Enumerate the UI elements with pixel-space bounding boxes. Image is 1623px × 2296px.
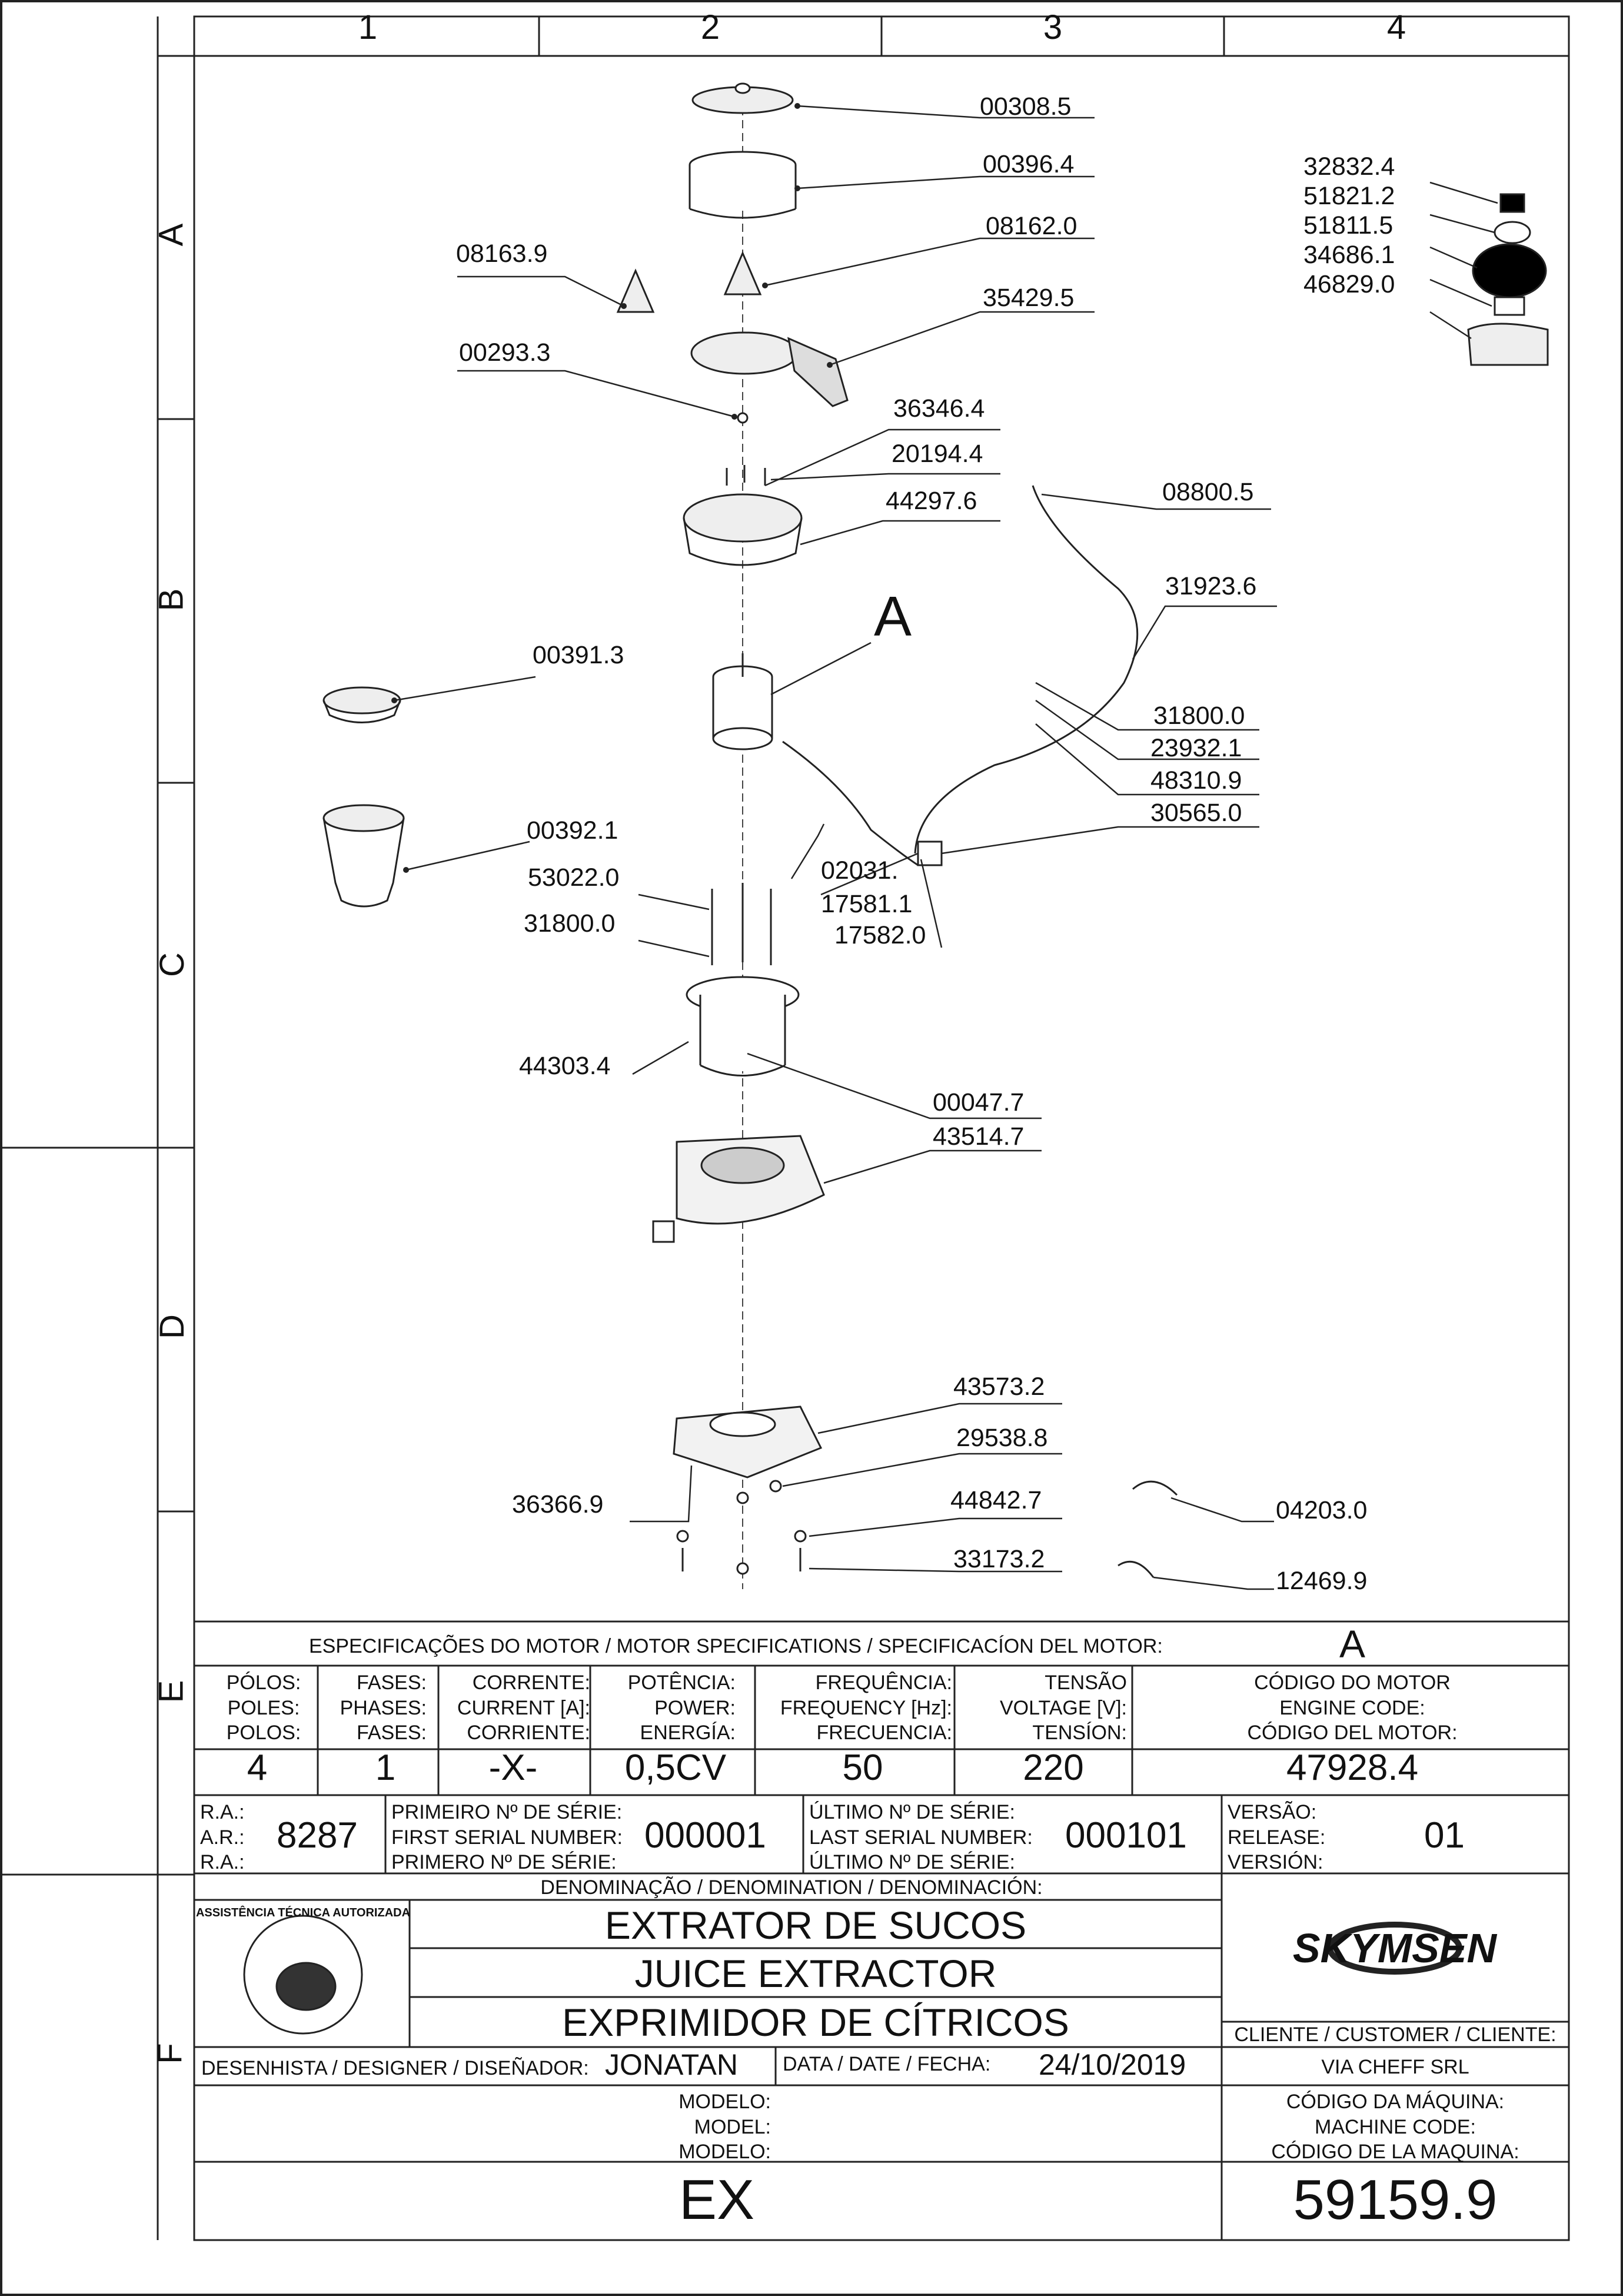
motor-frequency-value: 50 xyxy=(842,1747,883,1788)
date-value: 24/10/2019 xyxy=(1039,2048,1186,2081)
leader-lines xyxy=(394,105,1498,1590)
callout-label: 48310.9 xyxy=(1150,766,1242,795)
callout-label: 31923.6 xyxy=(1165,572,1257,600)
denomination-en: JUICE EXTRACTOR xyxy=(634,1952,997,1995)
callout-label: 08800.5 xyxy=(1162,478,1254,506)
exploded-parts xyxy=(243,82,1549,2035)
zone-row-e: E xyxy=(152,1680,191,1703)
callout-label: 30565.0 xyxy=(1150,799,1242,827)
callout-label: 04203.0 xyxy=(1276,1496,1368,1524)
seal-logo: ASSISTÊNCIA TÉCNICA AUTORIZADA xyxy=(195,1906,411,1919)
motor-current-value: -X- xyxy=(488,1747,538,1788)
callout-label: 43514.7 xyxy=(933,1122,1025,1151)
motor-poles-label: PÓLOS:POLES:POLOS: xyxy=(226,1672,301,1744)
callout-label: 36366.9 xyxy=(512,1490,604,1519)
callout-label: 36346.4 xyxy=(893,394,985,423)
motor-frequency-label: FREQUÊNCIA:FREQUENCY [Hz]:FRECUENCIA: xyxy=(780,1672,952,1744)
callout-label: 00391.3 xyxy=(533,641,624,669)
ra-value: 8287 xyxy=(277,1815,358,1856)
designer-label: DESENHISTA / DESIGNER / DISEÑADOR: xyxy=(201,2057,589,2079)
model-value: EX xyxy=(679,2168,755,2231)
callout-label: 12469.9 xyxy=(1276,1567,1368,1595)
version-value: 01 xyxy=(1424,1815,1465,1856)
client-value: VIA CHEFF SRL xyxy=(1321,2056,1469,2078)
callout-label: 17581.1 xyxy=(821,890,913,918)
ra-label: R.A.:A.R.:R.A.: xyxy=(200,1801,245,1873)
zone-col-3: 3 xyxy=(1043,8,1063,46)
zone-col-4: 4 xyxy=(1386,8,1406,46)
callout-label: 44303.4 xyxy=(519,1052,611,1080)
denomination-pt: EXTRATOR DE SUCOS xyxy=(604,1903,1027,1947)
callout-label: 23932.1 xyxy=(1150,734,1242,762)
callout-label: 34686.1 xyxy=(1303,241,1395,269)
denomination-es: EXPRIMIDOR DE CÍTRICOS xyxy=(562,2001,1069,2044)
motor-spec-header: ESPECIFICAÇÕES DO MOTOR / MOTOR SPECIFIC… xyxy=(309,1635,1163,1657)
callout-label: 43573.2 xyxy=(953,1373,1045,1401)
motor-power-label: POTÊNCIA:POWER:ENERGÍA: xyxy=(627,1672,736,1744)
zone-row-a: A xyxy=(152,223,191,247)
callout-label: 20194.4 xyxy=(892,440,983,468)
detail-marker-a: A xyxy=(874,585,912,648)
zone-row-c: C xyxy=(152,952,191,977)
motor-spec-marker: A xyxy=(1339,1622,1366,1666)
zone-row-f: F xyxy=(151,2043,189,2064)
motor-code-value: 47928.4 xyxy=(1286,1747,1419,1788)
denomination-label: DENOMINAÇÃO / DENOMINATION / DENOMINACIÓ… xyxy=(540,1876,1043,1899)
last-serial-label: ÚLTIMO Nº DE SÉRIE:LAST SERIAL NUMBER:ÚL… xyxy=(809,1801,1033,1873)
callout-label: 17582.0 xyxy=(834,921,926,949)
motor-phases-value: 1 xyxy=(375,1747,396,1788)
motor-phases-label: FASES:PHASES:FASES: xyxy=(340,1672,427,1744)
callout-label: 44297.6 xyxy=(886,487,977,515)
brand-logo: SKYMSEN xyxy=(1292,1925,1497,1971)
version-label: VERSÃO:RELEASE:VERSIÓN: xyxy=(1228,1801,1326,1873)
callout-label: 00293.3 xyxy=(459,338,551,367)
callout-label: 51821.2 xyxy=(1303,182,1395,210)
callout-label: 00392.1 xyxy=(527,816,618,845)
callout-label: 29538.8 xyxy=(956,1424,1048,1452)
callout-label: 02031. xyxy=(821,856,899,885)
zone-col-1: 1 xyxy=(358,8,378,46)
callout-label: 31800.0 xyxy=(524,909,616,938)
callout-label: 35429.5 xyxy=(983,284,1075,312)
callout-label: 33173.2 xyxy=(953,1545,1045,1573)
zone-col-2: 2 xyxy=(700,8,720,46)
first-serial-label: PRIMEIRO Nº DE SÉRIE:FIRST SERIAL NUMBER… xyxy=(391,1801,623,1873)
client-label: CLIENTE / CUSTOMER / CLIENTE: xyxy=(1234,2023,1557,2046)
machine-code-value: 59159.9 xyxy=(1293,2168,1498,2231)
model-label: MODELO:MODEL:MODELO: xyxy=(679,2091,771,2163)
first-serial-value: 000001 xyxy=(644,1815,766,1856)
callout-label: 08162.0 xyxy=(986,212,1077,240)
callout-label: 53022.0 xyxy=(528,863,620,892)
callout-label: 51811.5 xyxy=(1303,211,1393,240)
callout-label: 31800.0 xyxy=(1153,702,1245,730)
callout-label: 32832.4 xyxy=(1303,152,1395,181)
callout-label: 00396.4 xyxy=(983,150,1075,178)
zone-row-b: B xyxy=(152,588,191,612)
callout-label: 00047.7 xyxy=(933,1088,1025,1117)
machine-code-label: CÓDIGO DA MÁQUINA:MACHINE CODE:CÓDIGO DE… xyxy=(1271,2091,1519,2163)
callout-label: 46829.0 xyxy=(1303,270,1395,298)
last-serial-value: 000101 xyxy=(1065,1815,1187,1856)
callout-label: 44842.7 xyxy=(950,1486,1042,1514)
motor-power-value: 0,5CV xyxy=(624,1747,727,1788)
zone-row-d: D xyxy=(152,1314,191,1339)
callout-label: 00308.5 xyxy=(980,92,1072,121)
designer-value: JONATAN xyxy=(605,2048,738,2081)
motor-current-label: CORRENTE:CURRENT [A]:CORRIENTE: xyxy=(457,1672,590,1744)
motor-voltage-value: 220 xyxy=(1023,1747,1084,1788)
callout-label: 08163.9 xyxy=(456,240,548,268)
date-label: DATA / DATE / FECHA: xyxy=(783,2053,991,2075)
motor-poles-value: 4 xyxy=(247,1747,268,1788)
